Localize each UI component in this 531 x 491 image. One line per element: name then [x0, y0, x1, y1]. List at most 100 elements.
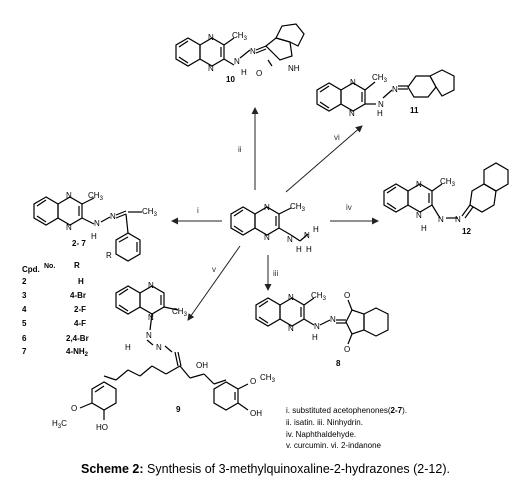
table-cell-r-6: 2,4-Br: [66, 334, 89, 343]
compound-11-indanone-hydrazone: N N CH3 N N H 11: [316, 69, 455, 118]
atom-n: N: [392, 85, 398, 94]
atom-n: N: [378, 100, 384, 109]
caption-label: Scheme 2:: [81, 462, 144, 476]
atom-n: N: [287, 235, 293, 244]
atom-ho: HO: [96, 423, 108, 432]
atom-n: N: [416, 211, 422, 220]
atom-h: H: [377, 109, 383, 118]
table-cell-cpd-2: 2: [22, 277, 27, 286]
atom-n: N: [66, 191, 72, 200]
table-cell-r-4: 2-F: [74, 305, 86, 314]
compound-label-12: 12: [462, 227, 471, 236]
atom-o: O: [250, 377, 256, 386]
compounds-2-7-acetophenone-hydrazones: N N CH3 N N H CH3 R 2- 7: [33, 191, 158, 262]
substituent-table: Cpd. No. R 2 H 3 4-Br 4 2-F 5 4-F 6 2,4-…: [22, 261, 89, 358]
reagent-line-2: ii. isatin. iii. Ninhydrin.: [286, 418, 363, 427]
reagent-legend: i. substituted acetophenones(2-7). ii. i…: [286, 406, 407, 450]
atom-n: N: [314, 322, 320, 331]
compound-label-11: 11: [410, 106, 419, 115]
atom-n: N: [66, 223, 72, 232]
atom-h: H: [296, 245, 302, 254]
compound-label-10: 10: [226, 75, 235, 84]
atom-h: H: [306, 245, 312, 254]
atom-o: O: [256, 69, 262, 78]
atom-n: N: [156, 343, 162, 352]
atom-n: N: [110, 212, 116, 221]
atom-h: H: [313, 225, 319, 234]
atom-n: N: [288, 324, 294, 333]
step-label-ii: ii: [238, 145, 242, 154]
atom-ch3: CH3: [88, 191, 104, 202]
compound-label-2-7: 2- 7: [72, 239, 86, 248]
atom-ch3: CH3: [232, 31, 248, 42]
figure-caption: Scheme 2: Synthesis of 3-methylquinoxali…: [0, 462, 531, 476]
atom-oh: OH: [250, 409, 262, 418]
atom-ch3: CH3: [142, 207, 158, 218]
atom-n: N: [288, 293, 294, 302]
table-cell-cpd-5: 5: [22, 319, 27, 328]
arrow-to-11: [285, 125, 363, 193]
atom-n: N: [330, 315, 336, 324]
atom-h: H: [125, 343, 131, 352]
atom-n: N: [234, 57, 240, 66]
atom-n: N: [264, 203, 270, 212]
reaction-arrows: ii vi i iv iii v: [171, 107, 379, 321]
reagent-line-3: iv. Naphthaldehyde.: [286, 430, 356, 439]
table-header-no: No.: [44, 263, 55, 270]
atom-n: N: [438, 215, 444, 224]
atom-n: N: [146, 331, 152, 340]
atom-o: O: [344, 345, 350, 354]
caption-text: Synthesis of 3-methylquinoxaline-2-hydra…: [147, 462, 450, 476]
atom-n: N: [304, 231, 310, 240]
table-cell-r-7: 4-NH2: [66, 347, 89, 358]
atom-n: N: [208, 64, 214, 73]
atom-n: N: [250, 47, 256, 56]
atom-ch3: CH3: [311, 291, 327, 302]
atom-ch3: CH3: [260, 373, 276, 384]
step-label-iii: iii: [273, 269, 279, 278]
atom-n: N: [148, 313, 154, 322]
table-cell-r-3: 4-Br: [70, 291, 86, 300]
atom-h: H: [312, 333, 318, 342]
atom-oh: OH: [196, 361, 208, 370]
compound-label-8: 8: [336, 359, 341, 368]
atom-ch3: CH3: [172, 307, 188, 318]
step-label-iv: iv: [346, 203, 352, 212]
atom-n: N: [349, 109, 355, 118]
atom-o: O: [71, 404, 77, 413]
atom-n: N: [208, 33, 214, 42]
step-label-i: i: [197, 206, 199, 215]
atom-h: H: [91, 232, 97, 241]
arrow-to-9: [187, 245, 241, 321]
substituent-r: R: [106, 251, 112, 260]
atom-n: N: [350, 78, 356, 87]
compound-10-isatin-hydrazone: N N CH3 N N NH O H 10: [175, 23, 305, 84]
atom-n: N: [416, 180, 422, 189]
atom-ch3: CH3: [440, 177, 456, 188]
table-cell-cpd-4: 4: [22, 305, 27, 314]
table-cell-r-2: H: [78, 277, 84, 286]
step-label-vi: vi: [334, 133, 340, 142]
reagent-line-1: i. substituted acetophenones(2-7).: [286, 406, 407, 415]
table-header-cpd: Cpd.: [22, 265, 40, 274]
table-cell-cpd-6: 6: [22, 334, 27, 343]
starting-material-hydrazine: N N CH3 N N H H H: [230, 202, 319, 254]
atom-h3c: H3C: [52, 419, 67, 430]
atom-o: O: [344, 291, 350, 300]
table-header-r: R: [74, 261, 80, 270]
atom-n: N: [455, 215, 461, 224]
table-cell-cpd-7: 7: [22, 347, 27, 356]
table-cell-r-5: 4-F: [74, 319, 86, 328]
atom-h: H: [421, 224, 427, 233]
atom-n: N: [264, 233, 270, 242]
atom-ch3: CH3: [372, 73, 388, 84]
table-cell-cpd-3: 3: [22, 291, 27, 300]
step-label-v: v: [212, 265, 216, 274]
reagent-line-4: v. curcumin. vi. 2-indanone: [286, 441, 382, 450]
compound-8-ninhydrin-hydrazone: N N CH3 N N H O O 8: [255, 291, 389, 368]
atom-ch3: CH3: [290, 202, 306, 213]
atom-h: H: [241, 68, 247, 77]
compound-12-naphthaldehyde-hydrazone: N N CH3 N N H 12: [383, 162, 509, 236]
atom-n: N: [94, 219, 100, 228]
